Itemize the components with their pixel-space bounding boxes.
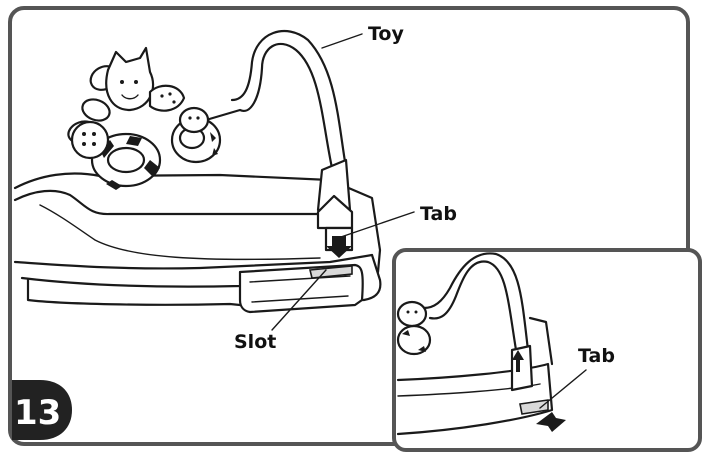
tab-leader-line — [337, 211, 415, 239]
slot-leader-line — [271, 269, 327, 331]
slot-label: Slot — [234, 331, 276, 353]
toy-label: Toy — [368, 23, 404, 45]
step-number: 13 — [14, 393, 61, 433]
activity-tray — [13, 172, 382, 314]
inset-tab-label: Tab — [578, 345, 615, 367]
step-badge: 13 — [12, 380, 72, 440]
toy-leader-line — [321, 33, 363, 49]
inset-detail: Tab — [392, 248, 702, 452]
main-illustration: Toy Tab Slot — [13, 23, 457, 353]
toy-bar — [204, 30, 354, 258]
tab-label: Tab — [420, 203, 457, 225]
inset-tab-leader-line — [539, 369, 587, 409]
toy-cluster — [67, 46, 222, 190]
inset-frame — [392, 248, 702, 452]
